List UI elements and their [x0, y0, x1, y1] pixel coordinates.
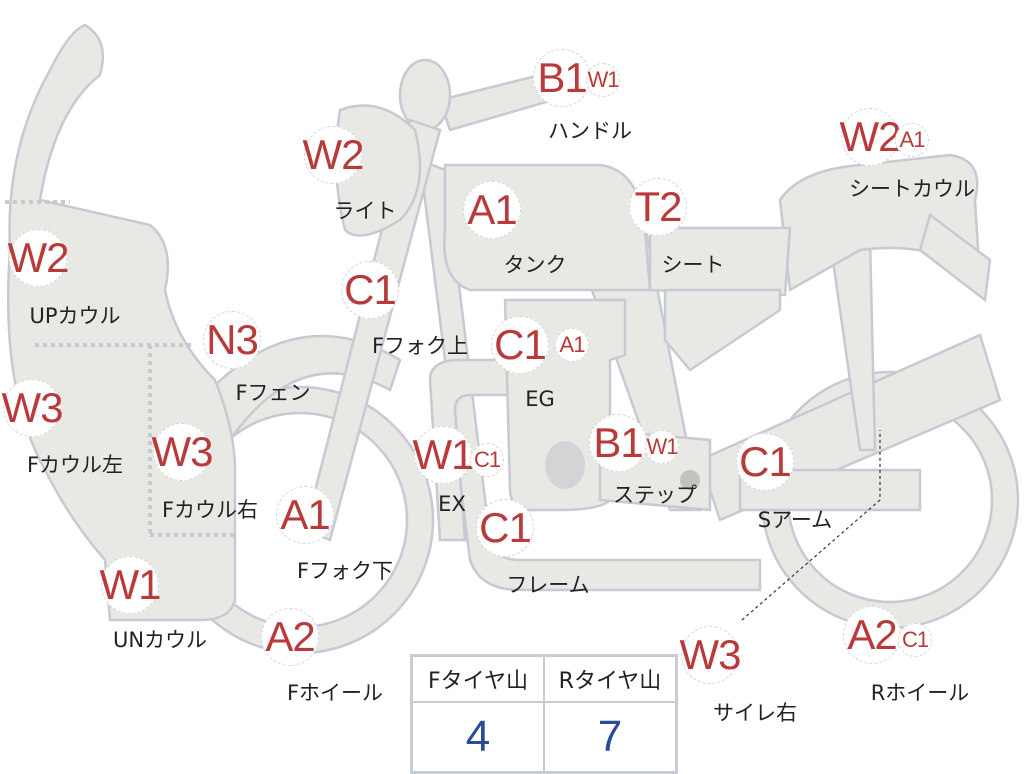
part-label: UNカウル	[112, 628, 208, 652]
part-label: EX	[438, 492, 466, 516]
condition-code-badge: C1	[736, 433, 794, 491]
condition-code-badge: A2	[261, 608, 319, 666]
part-label: フレーム	[506, 573, 590, 597]
condition-code-badge: W1	[413, 426, 475, 484]
part-label: Fフェン	[235, 381, 311, 405]
part-label: タンク	[503, 253, 567, 277]
condition-code-badge: W1	[586, 63, 620, 97]
part-label: Fカウル右	[161, 498, 259, 522]
rear-tyre-value: 7	[543, 701, 678, 774]
condition-code-badge: C1	[898, 623, 932, 657]
condition-code-badge: T2	[629, 178, 687, 236]
part-label: Fホイール	[286, 681, 384, 705]
part-label: ライト	[333, 199, 397, 223]
part-label: シート	[661, 253, 725, 277]
part-label: ステップ	[613, 483, 697, 507]
seat	[648, 226, 792, 297]
rear-tyre-header: Rタイヤ山	[543, 654, 678, 703]
condition-code-badge: A1	[555, 328, 589, 362]
tyre-tread-table: Fタイヤ山 Rタイヤ山 4 7	[410, 654, 678, 774]
condition-code-badge: A2	[843, 606, 901, 664]
front-tyre-value: 4	[410, 701, 545, 774]
part-label: Fフォク上	[371, 334, 469, 358]
seat-cowl	[778, 153, 982, 293]
part-label: ハンドル	[548, 119, 632, 143]
part-label: サイレ右	[713, 701, 797, 725]
condition-code-badge: C1	[341, 261, 399, 319]
front-tyre-header: Fタイヤ山	[410, 654, 545, 703]
condition-code-badge: W2	[840, 108, 902, 166]
part-label: Fカウル左	[26, 453, 124, 477]
condition-code-badge: W3	[680, 626, 742, 684]
part-label: EG	[525, 387, 555, 411]
condition-code-badge: C1	[470, 443, 504, 477]
condition-code-badge: A1	[895, 123, 929, 157]
condition-code-badge: C1	[476, 499, 534, 557]
part-label: Fフォク下	[296, 559, 394, 583]
condition-code-badge: B1	[589, 414, 647, 472]
part-label: Rホイール	[870, 681, 970, 705]
condition-code-badge: A1	[463, 181, 521, 239]
condition-code-badge: W3	[152, 423, 214, 481]
condition-code-badge: B1	[533, 49, 591, 107]
condition-code-badge: W2	[8, 229, 70, 287]
condition-code-badge: W2	[303, 126, 365, 184]
condition-code-badge: C1	[491, 316, 549, 374]
part-label: UPカウル	[29, 304, 121, 328]
part-label: シートカウル	[849, 177, 975, 201]
condition-code-badge: W1	[645, 430, 679, 464]
silencer-leader-line	[741, 430, 881, 621]
condition-code-badge: A1	[276, 486, 334, 544]
condition-code-badge: N3	[203, 311, 261, 369]
front-fork	[303, 118, 442, 542]
part-label: Sアーム	[757, 508, 833, 532]
condition-code-badge: W1	[100, 556, 162, 614]
condition-code-badge: W3	[2, 379, 64, 437]
